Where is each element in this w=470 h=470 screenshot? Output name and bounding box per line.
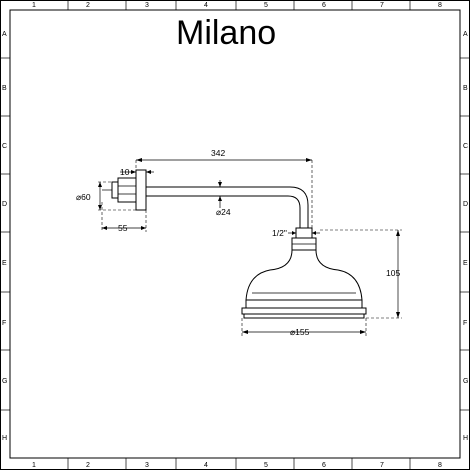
connector-nut: [291, 227, 317, 251]
dimension-thread: [288, 231, 320, 235]
col-label-1-bottom: 1: [32, 462, 36, 469]
row-label-b: B: [2, 85, 7, 92]
dim-label-head-diameter: ⌀155: [290, 327, 310, 337]
dimension-head-diameter: [241, 318, 367, 336]
wall-flange: [102, 169, 147, 211]
dim-label-arm-length: 342: [211, 148, 225, 158]
col-label-7-bottom: 7: [380, 462, 384, 469]
col-label-2-bottom: 2: [86, 462, 90, 469]
col-label-7: 7: [380, 2, 384, 9]
dim-label-flange-diameter: ⌀60: [76, 192, 91, 202]
dim-label-flange-depth: 55: [118, 223, 128, 233]
dimension-head-height: [320, 229, 402, 319]
row-label-g: G: [2, 378, 7, 385]
grid-row-labels-left: A B C D E F G H: [2, 31, 7, 442]
col-label-2: 2: [86, 2, 90, 9]
row-label-e: E: [2, 260, 7, 267]
col-label-6: 6: [322, 2, 326, 9]
col-label-4-bottom: 4: [204, 462, 208, 469]
row-label-d: D: [2, 201, 7, 208]
row-label-a: A: [2, 31, 7, 38]
dimension-flange-depth: [101, 202, 147, 232]
col-label-6-bottom: 6: [322, 462, 326, 469]
dimension-plate-thickness: [120, 170, 154, 174]
row-label-c: C: [2, 143, 7, 150]
row-label-a-right: A: [463, 31, 468, 38]
shower-head: [241, 249, 367, 319]
dim-label-head-height: 105: [386, 268, 400, 278]
dimension-flange-diameter: [98, 181, 136, 211]
row-label-f-right: F: [463, 320, 467, 327]
dimension-arm-diameter: [218, 180, 222, 208]
dimension-arm-length: [135, 158, 313, 228]
dim-label-plate-thickness: 10: [120, 167, 130, 177]
grid-row-labels-right: A B C D E F G H: [463, 31, 468, 442]
brand-logo: Milano: [176, 14, 276, 52]
col-label-4: 4: [204, 2, 208, 9]
row-label-f: F: [2, 320, 6, 327]
row-label-e-right: E: [463, 260, 468, 267]
col-label-8: 8: [438, 2, 442, 9]
col-label-5: 5: [264, 2, 268, 9]
col-label-1: 1: [32, 2, 36, 9]
dim-label-thread: 1/2": [272, 228, 287, 238]
grid-column-labels-top: 1 2 3 4 5 6 7 8: [32, 2, 442, 9]
row-label-h-right: H: [463, 435, 468, 442]
inner-frame: [9, 9, 461, 459]
row-label-b-right: B: [463, 85, 468, 92]
col-label-3: 3: [145, 2, 149, 9]
col-label-5-bottom: 5: [264, 462, 268, 469]
dim-label-arm-diameter: ⌀24: [216, 207, 231, 217]
row-label-g-right: G: [463, 378, 468, 385]
row-label-c-right: C: [463, 143, 468, 150]
row-label-d-right: D: [463, 201, 468, 208]
shower-arm: [146, 186, 309, 228]
row-label-h: H: [2, 435, 7, 442]
col-label-8-bottom: 8: [438, 462, 442, 469]
grid-column-labels-bottom: 1 2 3 4 5 6 7 8: [32, 462, 442, 469]
col-label-3-bottom: 3: [145, 462, 149, 469]
